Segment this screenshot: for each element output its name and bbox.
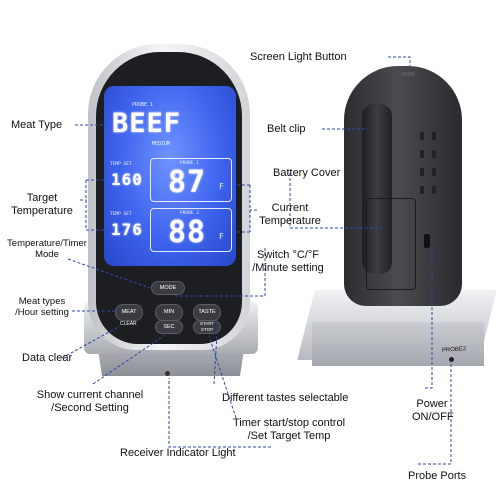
- probe-port: [449, 357, 454, 362]
- lcd-screen: PROBE 1 BEEF MEDIUM TEMP SET 160 F PROBE…: [104, 86, 236, 266]
- label-data-clear: Data clear: [22, 352, 73, 364]
- vent: [432, 150, 436, 158]
- label-switch-cf: Switch °C/°F/Minute setting: [252, 249, 324, 274]
- meat-type-display: BEEF: [112, 108, 182, 139]
- unit-2b: F: [219, 232, 224, 241]
- power-switch[interactable]: [424, 234, 430, 248]
- start-stop-button[interactable]: START STOP: [193, 320, 221, 334]
- temp-set-label-2: TEMP SET: [110, 212, 132, 217]
- screen-light-button[interactable]: [401, 72, 415, 76]
- target-temp-2: 176: [111, 220, 143, 239]
- mode-button[interactable]: MODE: [151, 281, 185, 295]
- vent: [420, 150, 424, 158]
- battery-cover: [366, 198, 416, 290]
- target-temp-1: 160: [111, 170, 143, 189]
- vent: [432, 186, 436, 194]
- label-belt-clip: Belt clip: [267, 123, 306, 135]
- unit-1b: F: [219, 182, 224, 191]
- doneness-label: MEDIUM: [152, 141, 171, 147]
- unit-1a: F: [137, 178, 141, 185]
- probe2-box: [150, 208, 232, 252]
- label-receiver-indicator: Receiver Indicator Light: [120, 447, 236, 459]
- probe1-label: PROBE 1: [180, 161, 199, 166]
- label-timer-start-stop: Timer start/stop control/Set Target Temp: [232, 417, 346, 442]
- vent: [432, 168, 436, 176]
- probe-header: PROBE 1: [132, 102, 154, 108]
- probe2-label: PROBE 2: [180, 211, 199, 216]
- vent: [432, 132, 436, 140]
- vent: [420, 132, 424, 140]
- temp-set-label-1: TEMP SET: [110, 162, 132, 167]
- current-temp-2: 88: [168, 215, 207, 250]
- min-button[interactable]: MIN: [155, 304, 183, 321]
- sec-button[interactable]: SEC: [155, 320, 183, 334]
- label-screen-light-button: Screen Light Button: [250, 51, 347, 63]
- belt-clip: [362, 104, 392, 274]
- label-show-current-channel: Show current channel/Second Setting: [36, 389, 144, 414]
- clear-label: CLEAR: [120, 321, 137, 327]
- vent: [420, 186, 424, 194]
- meat-button[interactable]: MEAT: [115, 304, 143, 321]
- label-meat-types-hour: Meat types/Hour setting: [15, 296, 69, 318]
- back-stand-front: [312, 322, 484, 366]
- label-different-tastes: Different tastes selectable: [222, 392, 349, 404]
- label-battery-cover: Battery Cover: [273, 167, 341, 179]
- probe1-box: [150, 158, 232, 202]
- vent: [420, 168, 424, 176]
- label-probe-ports: Probe Ports: [408, 470, 467, 482]
- unit-2a: F: [137, 228, 141, 235]
- current-temp-1: 87: [168, 165, 207, 200]
- receiver-indicator-light: [165, 371, 170, 376]
- label-meat-type: Meat Type: [11, 119, 63, 131]
